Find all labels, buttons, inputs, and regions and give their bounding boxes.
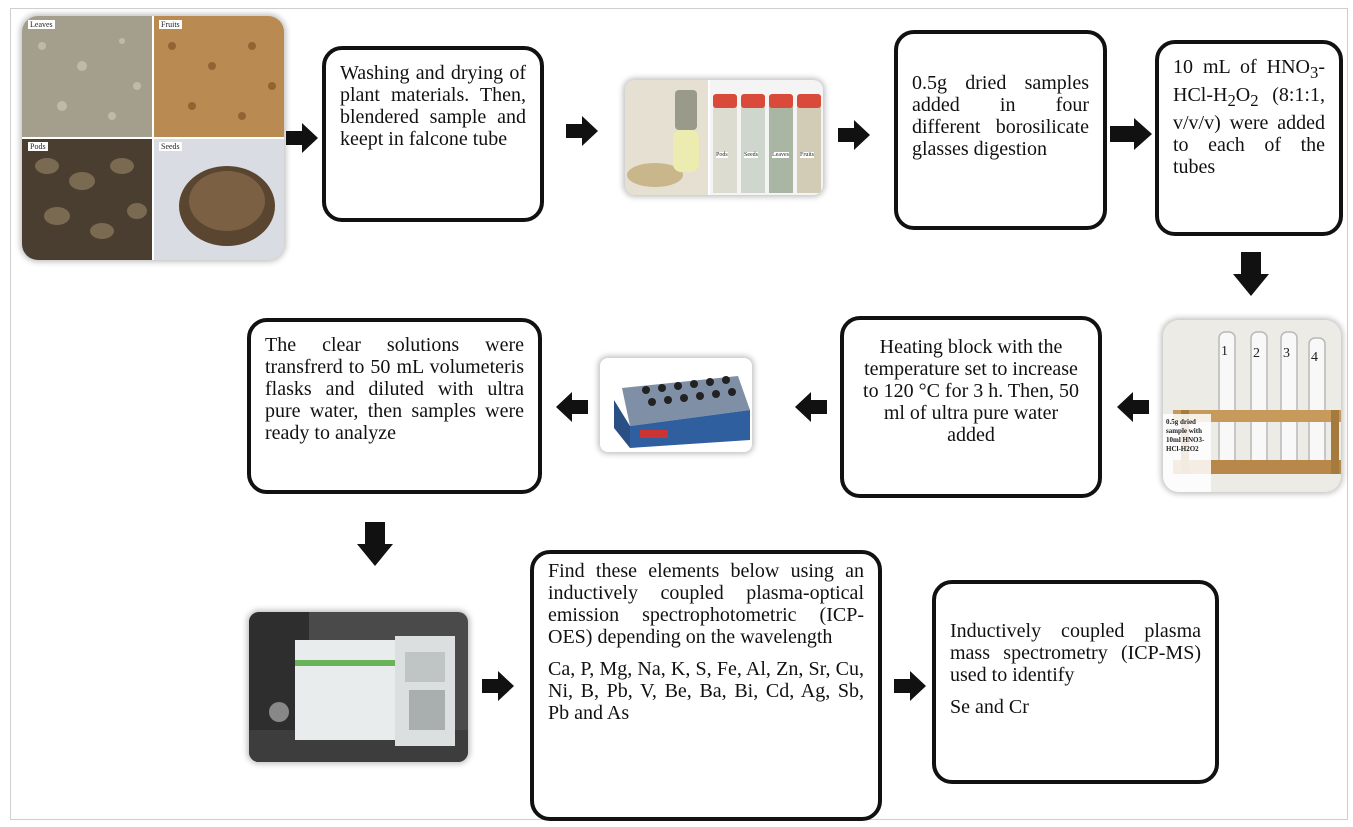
clear-solutions-box: The clear solutions were transfrerd to 5… <box>247 318 542 494</box>
tube-rack-photo: 1 2 3 4 0.5g dried sample with 10ml HNO3… <box>1163 320 1341 492</box>
heating-block-text: Heating block with the temperature set t… <box>863 336 1079 446</box>
tube-label-pods: Pods <box>716 152 728 158</box>
acid-mix-sub3: 2 <box>1250 91 1259 110</box>
dried-samples-box: 0.5g dried samples added in four differe… <box>894 30 1107 230</box>
acid-mix-mid1: -HCl-H <box>1173 56 1325 106</box>
acid-mix-suffix: (8:1:1, v/v/v) were added to each of the… <box>1173 84 1325 178</box>
acid-mix-sub2: 2 <box>1227 91 1236 110</box>
heating-block-photo <box>600 358 752 452</box>
seeds-label: Seeds <box>159 142 182 151</box>
arrow-down-icon <box>1233 252 1269 296</box>
heating-block-box: Heating block with the temperature set t… <box>840 316 1102 498</box>
icp-oes-elements: Ca, P, Mg, Na, K, S, Fe, Al, Zn, Sr, Cu,… <box>548 658 864 724</box>
leaves-label: Leaves <box>28 20 55 29</box>
icp-ms-text: Inductively coupled plasma mass spectrom… <box>950 620 1201 686</box>
arrow-down-icon <box>357 522 393 566</box>
icp-oes-text: Find these elements below using an induc… <box>548 560 864 648</box>
tube-number-4: 4 <box>1311 350 1318 365</box>
tube-label-seeds: Seeds <box>744 152 758 158</box>
tube-number-2: 2 <box>1253 346 1260 361</box>
tube-label-leaves: Leaves <box>772 152 789 158</box>
tube-rack-caption: 0.5g dried sample with 10ml HNO3-HCl-H2O… <box>1166 418 1205 453</box>
acid-mix-box: 10 mL of HNO3-HCl-H2O2 (8:1:1, v/v/v) we… <box>1155 40 1343 236</box>
acid-mix-sub1: 3 <box>1310 63 1319 82</box>
tube-number-1: 1 <box>1221 344 1228 359</box>
fruits-label: Fruits <box>159 20 182 29</box>
pods-label: Pods <box>28 142 48 151</box>
acid-mix-text: 10 mL of HNO3-HCl-H2O2 (8:1:1, v/v/v) we… <box>1173 56 1325 178</box>
clear-solutions-text: The clear solutions were transfrerd to 5… <box>265 334 524 444</box>
arrow-left-icon <box>795 392 827 422</box>
washing-step-text: Washing and drying of plant materials. T… <box>340 62 526 150</box>
arrow-right-icon <box>482 671 514 701</box>
icp-instrument-photo <box>249 612 468 762</box>
icp-oes-box: Find these elements below using an induc… <box>530 550 882 821</box>
arrow-right-icon <box>566 116 598 146</box>
arrow-right-icon <box>1110 118 1152 150</box>
acid-mix-mid2: O <box>1235 84 1251 106</box>
tube-number-3: 3 <box>1283 346 1290 361</box>
blender-tubes-photo: Pods Seeds Leaves Fruits <box>625 80 823 195</box>
washing-step-box: Washing and drying of plant materials. T… <box>322 46 544 222</box>
arrow-right-icon <box>286 123 318 153</box>
dried-samples-text: 0.5g dried samples added in four differe… <box>912 72 1089 160</box>
icp-ms-elements: Se and Cr <box>950 696 1029 718</box>
acid-mix-prefix: 10 mL of HNO <box>1173 56 1310 78</box>
arrow-left-icon <box>556 392 588 422</box>
arrow-left-icon <box>1117 392 1149 422</box>
plant-materials-photo: Leaves Fruits Pods Seeds <box>22 16 284 260</box>
arrow-right-icon <box>838 120 870 150</box>
tube-label-fruits: Fruits <box>800 152 815 158</box>
icp-ms-box: Inductively coupled plasma mass spectrom… <box>932 580 1219 784</box>
arrow-right-icon <box>894 671 926 701</box>
